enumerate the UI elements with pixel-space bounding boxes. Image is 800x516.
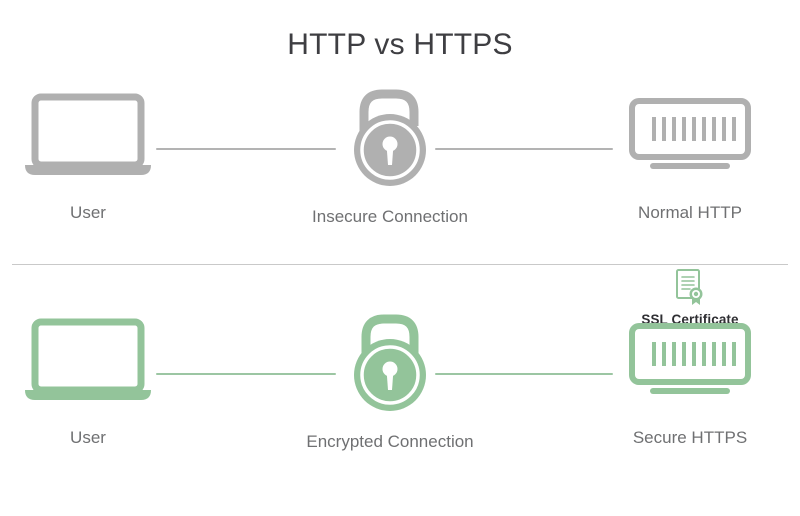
http-user-label: User	[70, 203, 106, 222]
certificate-icon	[600, 268, 780, 308]
unlocked-padlock-icon	[290, 85, 490, 193]
connector-user-to-lock	[156, 148, 336, 150]
http-connection-label: Insecure Connection	[312, 207, 468, 226]
https-connection-node: Encrypted Connection	[290, 310, 490, 452]
https-connection-label: Encrypted Connection	[306, 432, 474, 451]
row-divider	[12, 264, 788, 265]
http-server-label: Normal HTTP	[638, 203, 742, 222]
server-icon	[600, 85, 780, 181]
connector-lock-to-server-secure	[435, 373, 613, 375]
https-user-label: User	[70, 428, 106, 447]
laptop-icon	[8, 85, 168, 181]
page-title: HTTP vs HTTPS	[287, 28, 513, 61]
connector-lock-to-server	[435, 148, 613, 150]
server-icon	[600, 310, 780, 406]
connector-user-to-lock-secure	[156, 373, 336, 375]
https-server-node: Secure HTTPS	[600, 310, 780, 448]
locked-padlock-icon	[290, 310, 490, 418]
http-server-node: Normal HTTP	[600, 85, 780, 223]
laptop-icon	[8, 310, 168, 406]
https-user-node: User	[8, 310, 168, 448]
https-server-label: Secure HTTPS	[632, 428, 748, 447]
insecure-http-row: User Insecure Connection	[0, 85, 800, 260]
secure-https-row: User Encrypted Connection	[0, 269, 800, 485]
http-user-node: User	[8, 85, 168, 223]
http-connection-node: Insecure Connection	[290, 85, 490, 227]
